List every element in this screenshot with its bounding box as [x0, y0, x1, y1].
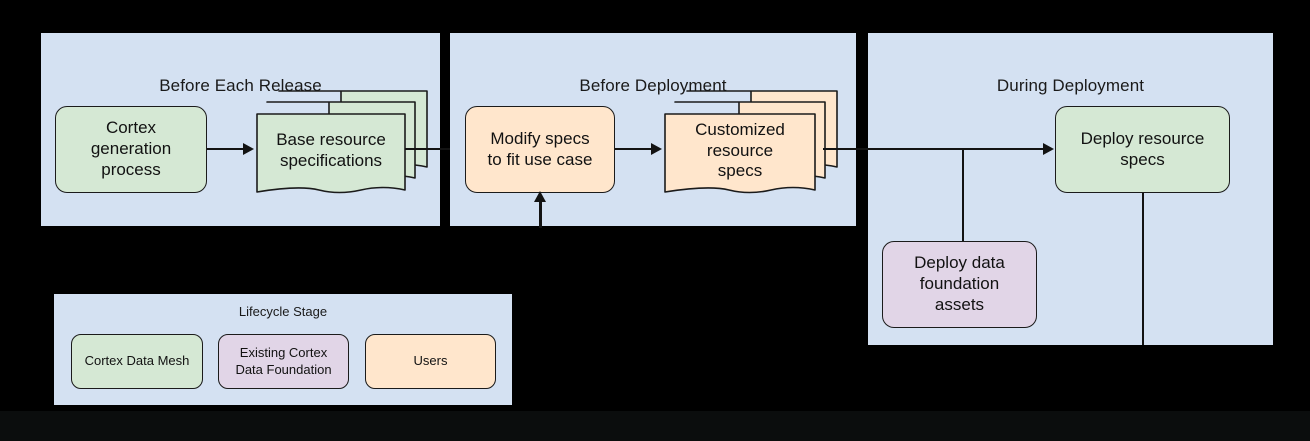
node-label-modify-specs: Modify specs to fit use case	[487, 128, 593, 169]
node-base-resource-specifications[interactable]: Base resource specifications	[255, 88, 430, 208]
legend-item-existing-cortex-data-foundation[interactable]: Existing Cortex Data Foundation	[218, 334, 349, 389]
bottom-strip	[0, 411, 1310, 441]
node-deploy-data-foundation-assets[interactable]: Deploy data foundation assets	[882, 241, 1037, 328]
arrowhead-modifyspecs-to-customizedspecs	[651, 143, 662, 155]
edge-cortexgen-to-basespecs	[207, 148, 245, 150]
edge-deployspecs-downward	[1142, 193, 1144, 345]
legend-lifecycle-stage: Lifecycle Stage Cortex Data Mesh Existin…	[54, 294, 512, 405]
node-label-cortex-generation-process: Cortex generation process	[90, 118, 172, 179]
edge-basespecs-to-modifyspecs	[405, 148, 465, 150]
base-specs-stack-shape	[256, 90, 428, 194]
node-label-base-resource-specifications: Base resource specifications	[276, 130, 386, 170]
node-modify-specs[interactable]: Modify specs to fit use case	[465, 106, 615, 193]
panel-title-during-deployment: During Deployment	[996, 76, 1145, 95]
edge-customizedspecs-to-deployspecs	[823, 148, 1050, 150]
arrowhead-cortexgen-to-basespecs	[243, 143, 254, 155]
node-label-customized-resource-specs: Customized resource specs	[695, 119, 785, 181]
customized-specs-stack-shape	[664, 90, 838, 194]
legend-item-cortex-data-mesh[interactable]: Cortex Data Mesh	[71, 334, 203, 389]
legend-label-cortex-data-mesh: Cortex Data Mesh	[84, 353, 190, 369]
legend-title: Lifecycle Stage	[238, 304, 328, 319]
edge-datafoundation-to-mainflow	[962, 148, 964, 241]
legend-label-users: Users	[413, 353, 448, 369]
edge-modifyspecs-to-customizedspecs	[615, 148, 653, 150]
node-label-deploy-data-foundation-assets: Deploy data foundation assets	[914, 253, 1005, 314]
legend-label-existing-cortex-data-foundation: Existing Cortex Data Foundation	[235, 345, 332, 377]
edge-users-to-modifyspecs	[539, 196, 542, 228]
node-cortex-generation-process[interactable]: Cortex generation process	[55, 106, 207, 193]
arrowhead-customizedspecs-to-deployspecs	[1043, 143, 1054, 155]
node-label-deploy-resource-specs: Deploy resource specs	[1080, 128, 1205, 169]
node-deploy-resource-specs[interactable]: Deploy resource specs	[1055, 106, 1230, 193]
node-customized-resource-specs[interactable]: Customized resource specs	[663, 88, 841, 208]
arrowhead-users-to-modifyspecs	[534, 191, 546, 202]
legend-item-users[interactable]: Users	[365, 334, 496, 389]
